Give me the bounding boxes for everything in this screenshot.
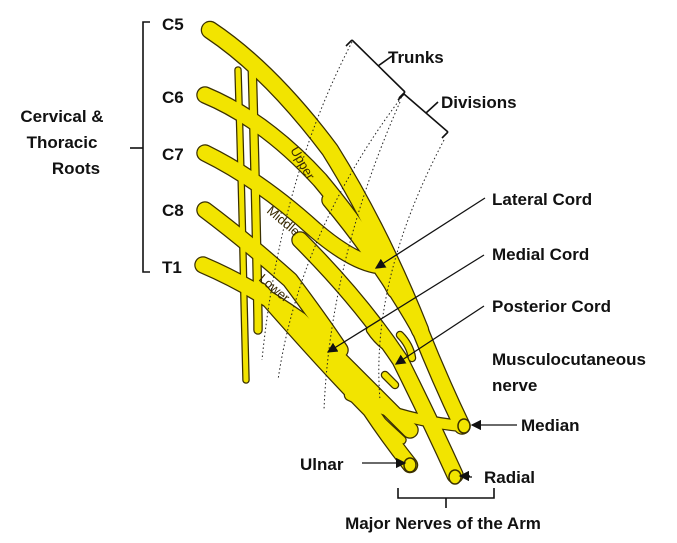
medial-cord-label: Medial Cord — [492, 245, 589, 264]
ulnar-end — [404, 458, 416, 472]
root-label-c7: C7 — [162, 145, 184, 164]
lateral-cord-leader — [376, 198, 485, 268]
major-nerves-label: Major Nerves of the Arm — [345, 514, 541, 533]
root-label-c5: C5 — [162, 15, 184, 34]
divisions-label: Divisions — [441, 93, 517, 112]
trunks-label: Trunks — [388, 48, 444, 67]
roots-group-label-line3: Roots — [52, 159, 100, 178]
radial-end — [449, 470, 461, 484]
roots-bracket-line — [143, 22, 150, 272]
nerve-bundle — [203, 30, 470, 484]
major-nerves-bracket — [398, 488, 494, 508]
root-label-c6: C6 — [162, 88, 184, 107]
musculocutaneous-label-line1: Musculocutaneous — [492, 350, 646, 369]
roots-bracket — [130, 22, 150, 272]
branch-b — [385, 375, 395, 385]
roots-group-label-line2: Thoracic — [27, 133, 98, 152]
radial-label: Radial — [484, 468, 535, 487]
median-label: Median — [521, 416, 580, 435]
musculocutaneous-label-line2: nerve — [492, 376, 537, 395]
root-label-t1: T1 — [162, 258, 182, 277]
lateral-cord-label: Lateral Cord — [492, 190, 592, 209]
roots-group-label-line1: Cervical & — [20, 107, 103, 126]
ulnar-label: Ulnar — [300, 455, 344, 474]
root-label-c8: C8 — [162, 201, 184, 220]
median-end — [458, 419, 470, 433]
posterior-cord-label: Posterior Cord — [492, 297, 611, 316]
